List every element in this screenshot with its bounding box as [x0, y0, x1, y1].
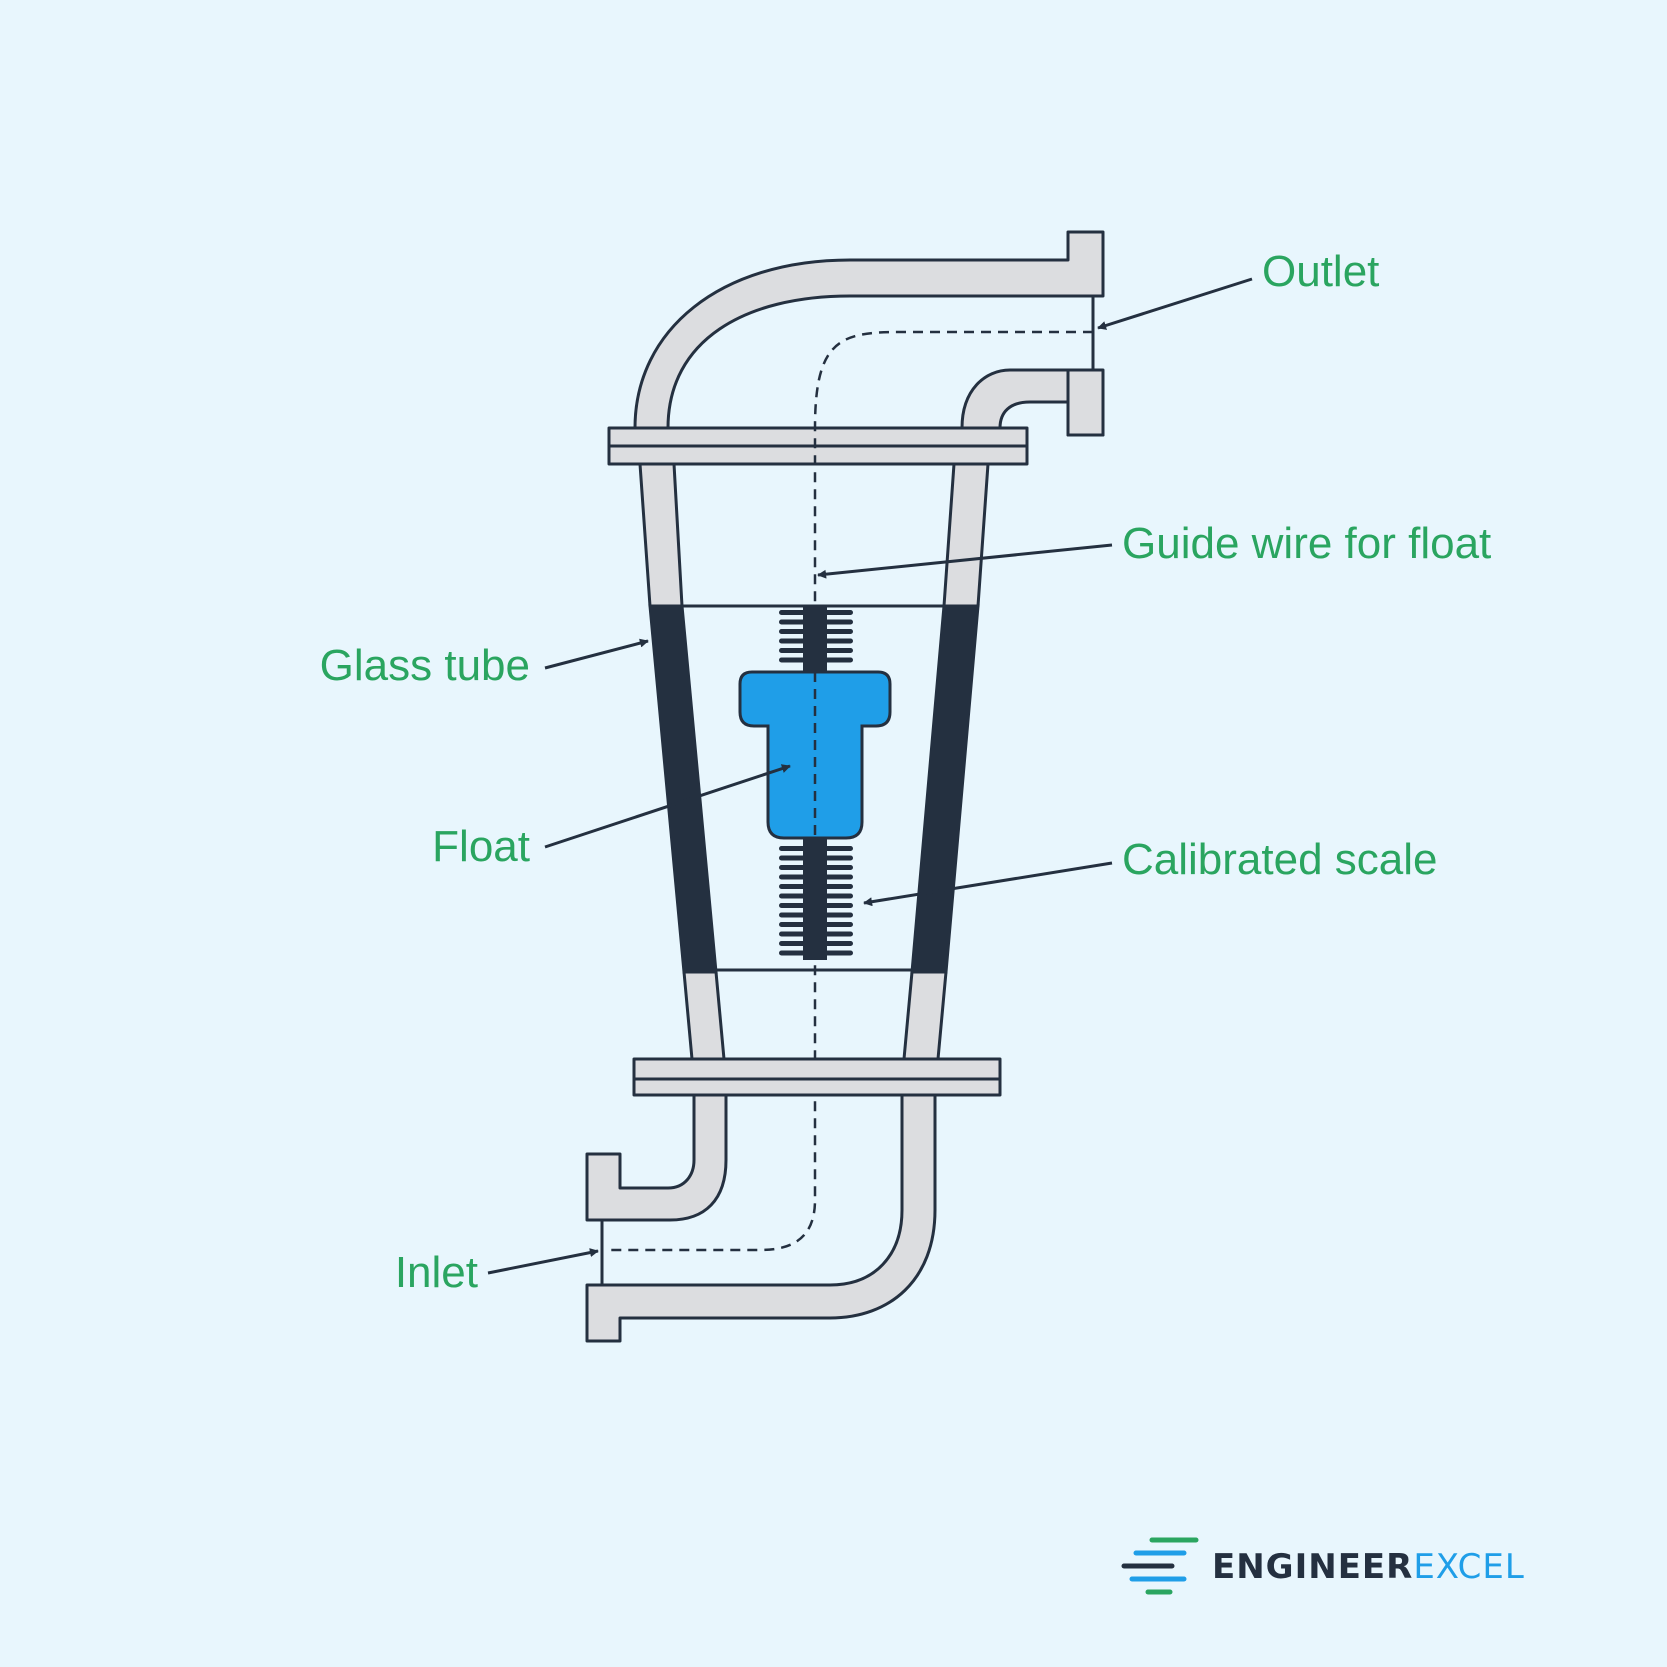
- scale-tick: [779, 893, 853, 899]
- outlet-arrow: [1097, 277, 1253, 330]
- scale-tick: [779, 922, 853, 927]
- glass-tube-label: Glass tube: [320, 641, 530, 690]
- scale-tick: [779, 874, 853, 880]
- inlet-pipe: [585, 1093, 937, 1343]
- scale-tick: [779, 855, 853, 861]
- logo-text-engineer: ENGINEER: [1212, 1547, 1413, 1587]
- glass-tube-arrow: [544, 638, 649, 670]
- scale-tick: [779, 619, 853, 625]
- float-label: Float: [432, 822, 530, 871]
- outlet-pipe: [633, 230, 1105, 437]
- bottom-flange: [632, 1057, 1002, 1097]
- inlet-arrow: [487, 1248, 599, 1275]
- logo-text: ENGINEEREXCEL: [1212, 1547, 1525, 1587]
- float: [738, 670, 892, 840]
- inlet-label: Inlet: [395, 1248, 478, 1297]
- glass-tube: [638, 462, 990, 1061]
- outlet-label: Outlet: [1262, 247, 1379, 296]
- top-flange: [607, 426, 1029, 466]
- leader-arrows: [487, 277, 1253, 1275]
- logo-speed-lines-icon: [1121, 1537, 1199, 1595]
- scale-tick: [779, 638, 853, 644]
- scale-tick: [779, 941, 853, 946]
- calibrated-scale-arrow: [863, 861, 1113, 907]
- calibrated-scale-label: Calibrated scale: [1122, 835, 1438, 884]
- guide-wire-arrow: [817, 543, 1113, 579]
- logo-text-excel: EXCEL: [1413, 1547, 1524, 1587]
- guide-wire-label: Guide wire for float: [1122, 519, 1491, 568]
- float-arrow: [544, 764, 791, 849]
- guide-wire: [605, 330, 1093, 1252]
- engineerexcel-logo: ENGINEEREXCEL: [1121, 1537, 1525, 1595]
